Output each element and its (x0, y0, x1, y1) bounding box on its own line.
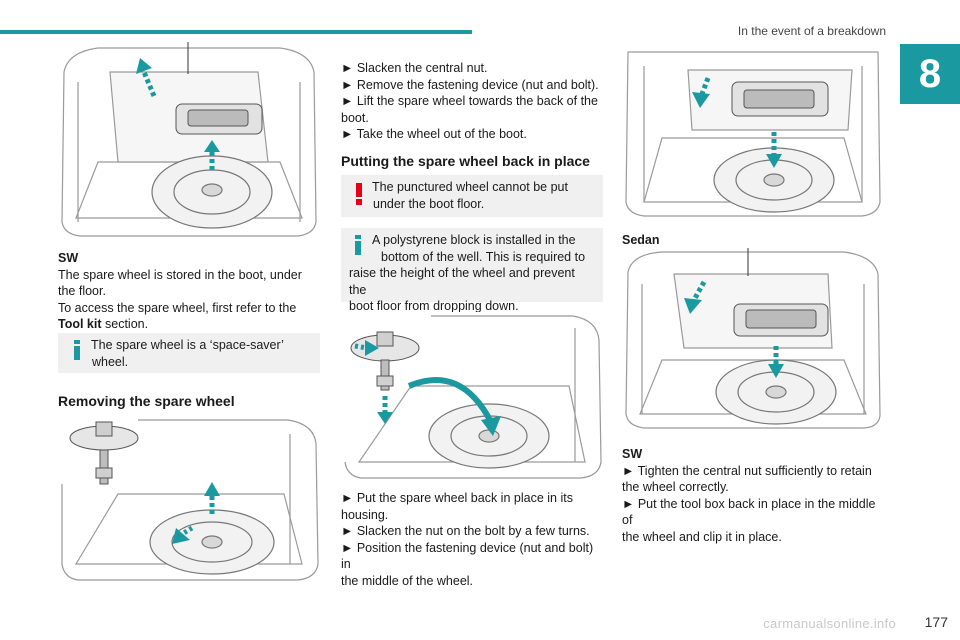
tool-kit-reference: Tool kit (58, 317, 102, 331)
caption-sedan-wrap: Sedan (622, 232, 884, 249)
heading-putting-back: Putting the spare wheel back in place (341, 153, 590, 169)
back-step-1-cont: housing. (341, 507, 389, 522)
remove-step-3: ► Lift the spare wheel towards the back … (341, 94, 598, 108)
illustration-removing-spare-wheel (58, 414, 320, 584)
col3-text: SW ► Tighten the central nut sufficientl… (622, 446, 884, 545)
header-accent-bar (0, 30, 472, 34)
info-polystyrene-line2: bottom of the well. This is required to (381, 249, 586, 264)
page-number: 177 (924, 614, 948, 630)
illustration-putting-wheel-back (341, 312, 603, 480)
warning-line1: The punctured wheel cannot be put (372, 180, 568, 194)
col1-text: SW The spare wheel is stored in the boot… (58, 250, 320, 333)
remove-step-3-cont: boot. (341, 110, 369, 125)
back-step-1: ► Put the spare wheel back in place in i… (341, 491, 573, 505)
info-note-line1: The spare wheel is a ‘space-saver’ (91, 338, 284, 352)
chapter-number-tab: 8 (900, 44, 960, 104)
back-step-3-cont: the middle of the wheel. (341, 573, 474, 588)
info-polystyrene-line4: boot floor from dropping down. (349, 299, 519, 313)
access-text-pre: To access the spare wheel, first refer t… (58, 300, 297, 315)
caption-sedan: Sedan (622, 233, 660, 247)
paragraph-storage: The spare wheel is stored in the boot, u… (58, 267, 302, 299)
info-note-polystyrene: A polystyrene block is installed in the … (341, 228, 603, 313)
caption-sw-2: SW (622, 447, 643, 461)
heading-removing-spare-wheel: Removing the spare wheel (58, 393, 235, 409)
remove-step-2: ► Remove the fastening device (nut and b… (341, 77, 599, 92)
remove-step-1: ► Slacken the central nut. (341, 61, 488, 75)
illustration-sedan-boot (622, 42, 884, 218)
access-text-post: section. (101, 317, 149, 331)
illustration-sw-boot-refit (622, 248, 884, 430)
refit-step-2-cont: the wheel and clip it in place. (622, 529, 782, 544)
col2-back-steps: ► Put the spare wheel back in place in i… (341, 490, 603, 589)
paragraph-access: To access the spare wheel, first refer t… (58, 300, 320, 333)
refit-step-2: ► Put the tool box back in place in the … (622, 496, 876, 528)
warning-icon (356, 183, 362, 205)
info-icon (74, 340, 80, 360)
section-title: In the event of a breakdown (737, 24, 886, 38)
info-note-space-saver: The spare wheel is a ‘space-saver’ wheel… (58, 333, 320, 373)
info-note-line2: wheel. (92, 354, 129, 369)
warning-note: The punctured wheel cannot be put under … (341, 175, 603, 217)
back-step-2: ► Slacken the nut on the bolt by a few t… (341, 524, 590, 538)
remove-step-4: ► Take the wheel out of the boot. (341, 127, 527, 141)
watermark: carmanualsonline.info (763, 616, 896, 631)
refit-step-1-cont: the wheel correctly. (622, 480, 729, 494)
info-polystyrene-line3: raise the height of the wheel and preven… (349, 266, 575, 297)
info-polystyrene-line1: A polystyrene block is installed in the (372, 233, 576, 247)
back-step-3: ► Position the fastening device (nut and… (341, 540, 594, 572)
info-icon (355, 235, 361, 255)
col2-remove-steps: ► Slacken the central nut. ► Remove the … (341, 60, 603, 143)
caption-sw: SW (58, 251, 79, 265)
refit-step-1: ► Tighten the central nut sufficiently t… (622, 463, 872, 478)
illustration-sw-boot-floor (58, 42, 320, 240)
warning-line2: under the boot floor. (373, 196, 485, 211)
